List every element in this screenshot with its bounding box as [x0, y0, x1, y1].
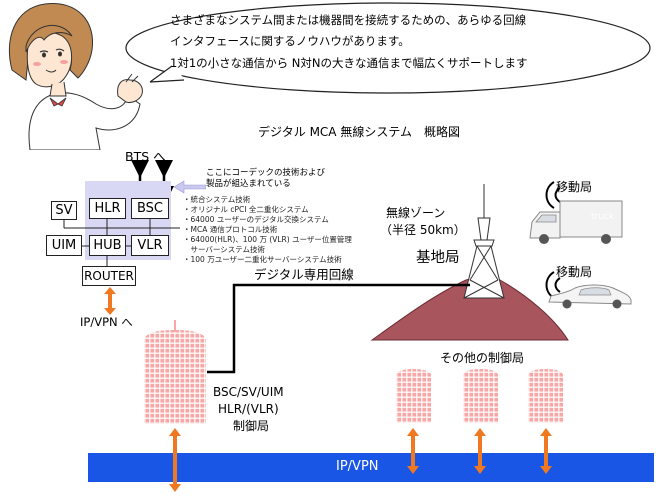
main-control-building: [144, 330, 206, 424]
other-control-label: その他の制御局: [440, 351, 525, 365]
tech-item-1: ・統合システム技術: [183, 195, 251, 204]
hub-box: HUB: [89, 235, 126, 256]
vlr-box: VLR: [131, 235, 169, 256]
uim-box: UIM: [46, 235, 82, 256]
codec-pointer-arrow: [173, 180, 206, 194]
mobile-station-label-1: 移動局: [556, 180, 593, 194]
digital-dedicated-line: [207, 283, 470, 374]
antenna-icon: [174, 320, 176, 332]
digital-line-label: デジタル専用回線: [254, 267, 354, 282]
main-control-line-1: BSC/SV/UIM: [213, 385, 284, 399]
router-box: ROUTER: [82, 266, 136, 286]
presenter-illustration: [8, 3, 143, 150]
tech-item-7: ・100 万ユーザー二重化サーバーシステム技術: [183, 255, 342, 264]
equipment-connections: [63, 219, 180, 266]
truck-text: truck: [591, 212, 615, 222]
car-icon: [548, 284, 632, 309]
other-control-building-2: [463, 369, 498, 423]
ipvpn-bar-label: IP/VPN: [336, 459, 379, 474]
codec-note-line-1: ここにコーデックの技術および: [206, 168, 326, 178]
tech-item-3: ・64000 ユーザーのデジタル交換システム: [183, 215, 329, 224]
bubble-text-line-2: インタフェースに関するノウハウがあります。: [170, 34, 410, 48]
main-control-line-3: 制御局: [233, 419, 270, 433]
main-control-line-2: HLR/(VLR): [218, 402, 279, 416]
bubble-text-line-3: 1対1の小さな通信から N対Nの大きな通信まで幅広くサポートします: [170, 56, 528, 70]
tech-item-2: ・オリジナル cPCI 全二重化システム: [183, 205, 309, 214]
bsc-box: BSC: [131, 198, 169, 219]
bts-label: BTS へ: [125, 149, 166, 164]
sv-box: SV: [51, 201, 77, 220]
router-ipvpn-arrow: [104, 287, 116, 315]
ipvpn-upper-label: IP/VPN へ: [80, 315, 133, 329]
base-station-mountain: [370, 184, 569, 341]
wireless-zone-label: 無線ゾーン: [386, 206, 446, 220]
tech-item-4: ・MCA 通信プロトコル技術: [183, 225, 278, 234]
wireless-zone-radius: （半径 50km）: [380, 223, 466, 237]
mobile-station-label-2: 移動局: [556, 265, 593, 279]
diagram-title: デジタル MCA 無線システム 概略図: [258, 125, 460, 139]
tech-item-6: サーバーシステム技術: [183, 245, 266, 254]
other-control-building-1: [396, 369, 431, 423]
base-station-label: 基地局: [416, 250, 460, 266]
tech-item-5: ・64000(HLR)、100 万 (VLR) ユーザー位置管理: [183, 235, 352, 244]
truck-icon: [529, 200, 623, 244]
hlr-box: HLR: [89, 198, 126, 219]
speech-bubble: [125, 2, 651, 94]
codec-note-line-2: 製品が組込まれている: [206, 179, 291, 189]
signal-wave-icon-1: [545, 181, 561, 209]
other-control-building-3: [528, 369, 563, 423]
bubble-text-line-1: さまざまなシステム間または機器間を接続するための、あらゆる回線: [170, 13, 527, 27]
ipvpn-network-bar: [88, 453, 654, 482]
